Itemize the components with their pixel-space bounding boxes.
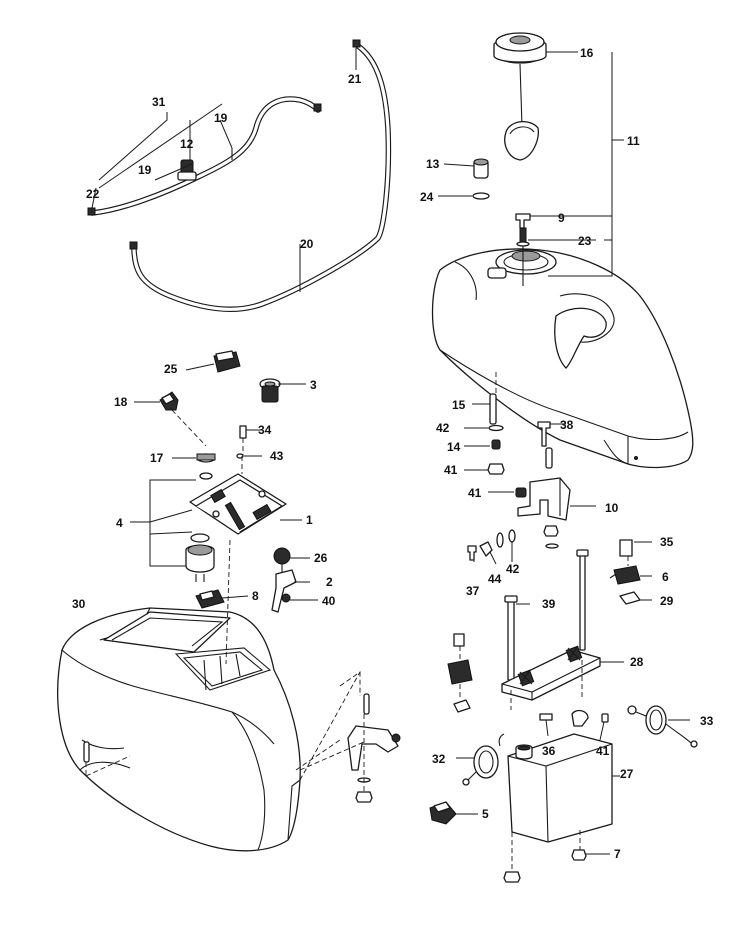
callout-20: 20 [300, 237, 314, 251]
hose-end-fitting [129, 241, 138, 250]
callout-25: 25 [164, 362, 178, 376]
bracket-bolts [467, 529, 516, 561]
callout-23: 23 [578, 234, 592, 248]
callout-31: 31 [152, 95, 166, 109]
callout-44: 44 [488, 572, 502, 586]
callout-39: 39 [542, 597, 556, 611]
callout-2: 2 [326, 575, 333, 589]
callout-14: 14 [447, 440, 461, 454]
callout-3: 3 [310, 378, 317, 392]
callout-41-mid: 41 [468, 486, 482, 500]
callout-5: 5 [482, 807, 489, 821]
callout-labels: 31 12 19 19 22 21 20 16 11 13 24 9 23 15… [72, 46, 714, 861]
callout-36: 36 [542, 744, 556, 758]
tank-mount-hardware [487, 372, 571, 549]
fuel-cap [493, 32, 547, 161]
callout-27: 27 [620, 767, 634, 781]
grommet [472, 192, 490, 200]
callout-10: 10 [605, 501, 619, 515]
callout-29: 29 [660, 594, 674, 608]
callout-15: 15 [452, 398, 466, 412]
callout-35: 35 [660, 535, 674, 549]
callout-22: 22 [86, 187, 100, 201]
callout-34: 34 [258, 423, 272, 437]
callout-40: 40 [322, 594, 336, 608]
callout-42-upper: 42 [436, 421, 450, 435]
callout-33: 33 [700, 714, 714, 728]
fuel-tank [431, 248, 694, 469]
callout-6: 6 [662, 570, 669, 584]
callout-43: 43 [270, 449, 284, 463]
callout-19-right: 19 [214, 111, 228, 125]
callout-11: 11 [627, 134, 640, 148]
leader-lines [91, 48, 690, 855]
callout-1: 1 [306, 513, 313, 527]
fuel-hose-assembly [87, 39, 392, 312]
callout-16: 16 [580, 46, 594, 60]
control-panel-assembly [159, 350, 297, 613]
callout-19-left: 19 [138, 163, 152, 177]
callout-26: 26 [314, 551, 328, 565]
callout-9: 9 [558, 211, 565, 225]
callout-42-lower: 42 [506, 562, 520, 576]
callout-18: 18 [114, 395, 128, 409]
callout-13: 13 [426, 157, 440, 171]
callout-32: 32 [432, 752, 446, 766]
callout-28: 28 [630, 655, 644, 669]
callout-8: 8 [252, 589, 259, 603]
callout-41-lower: 41 [596, 744, 610, 758]
callout-24: 24 [420, 190, 434, 204]
elbow-fitting [515, 213, 531, 229]
callout-21: 21 [348, 72, 362, 86]
callout-7: 7 [614, 847, 621, 861]
callout-12: 12 [180, 137, 194, 151]
hose-end-fitting [352, 39, 361, 48]
seat-cover-housing [57, 607, 301, 852]
battery-parts [429, 549, 698, 883]
callout-17: 17 [150, 451, 164, 465]
assembly-guides-left [85, 539, 365, 794]
callout-38: 38 [560, 418, 574, 432]
callout-41-upper: 41 [444, 463, 458, 477]
callout-30: 30 [72, 597, 86, 611]
tank-vent-parts [472, 158, 531, 286]
callout-4: 4 [116, 516, 123, 530]
callout-37: 37 [466, 584, 480, 598]
